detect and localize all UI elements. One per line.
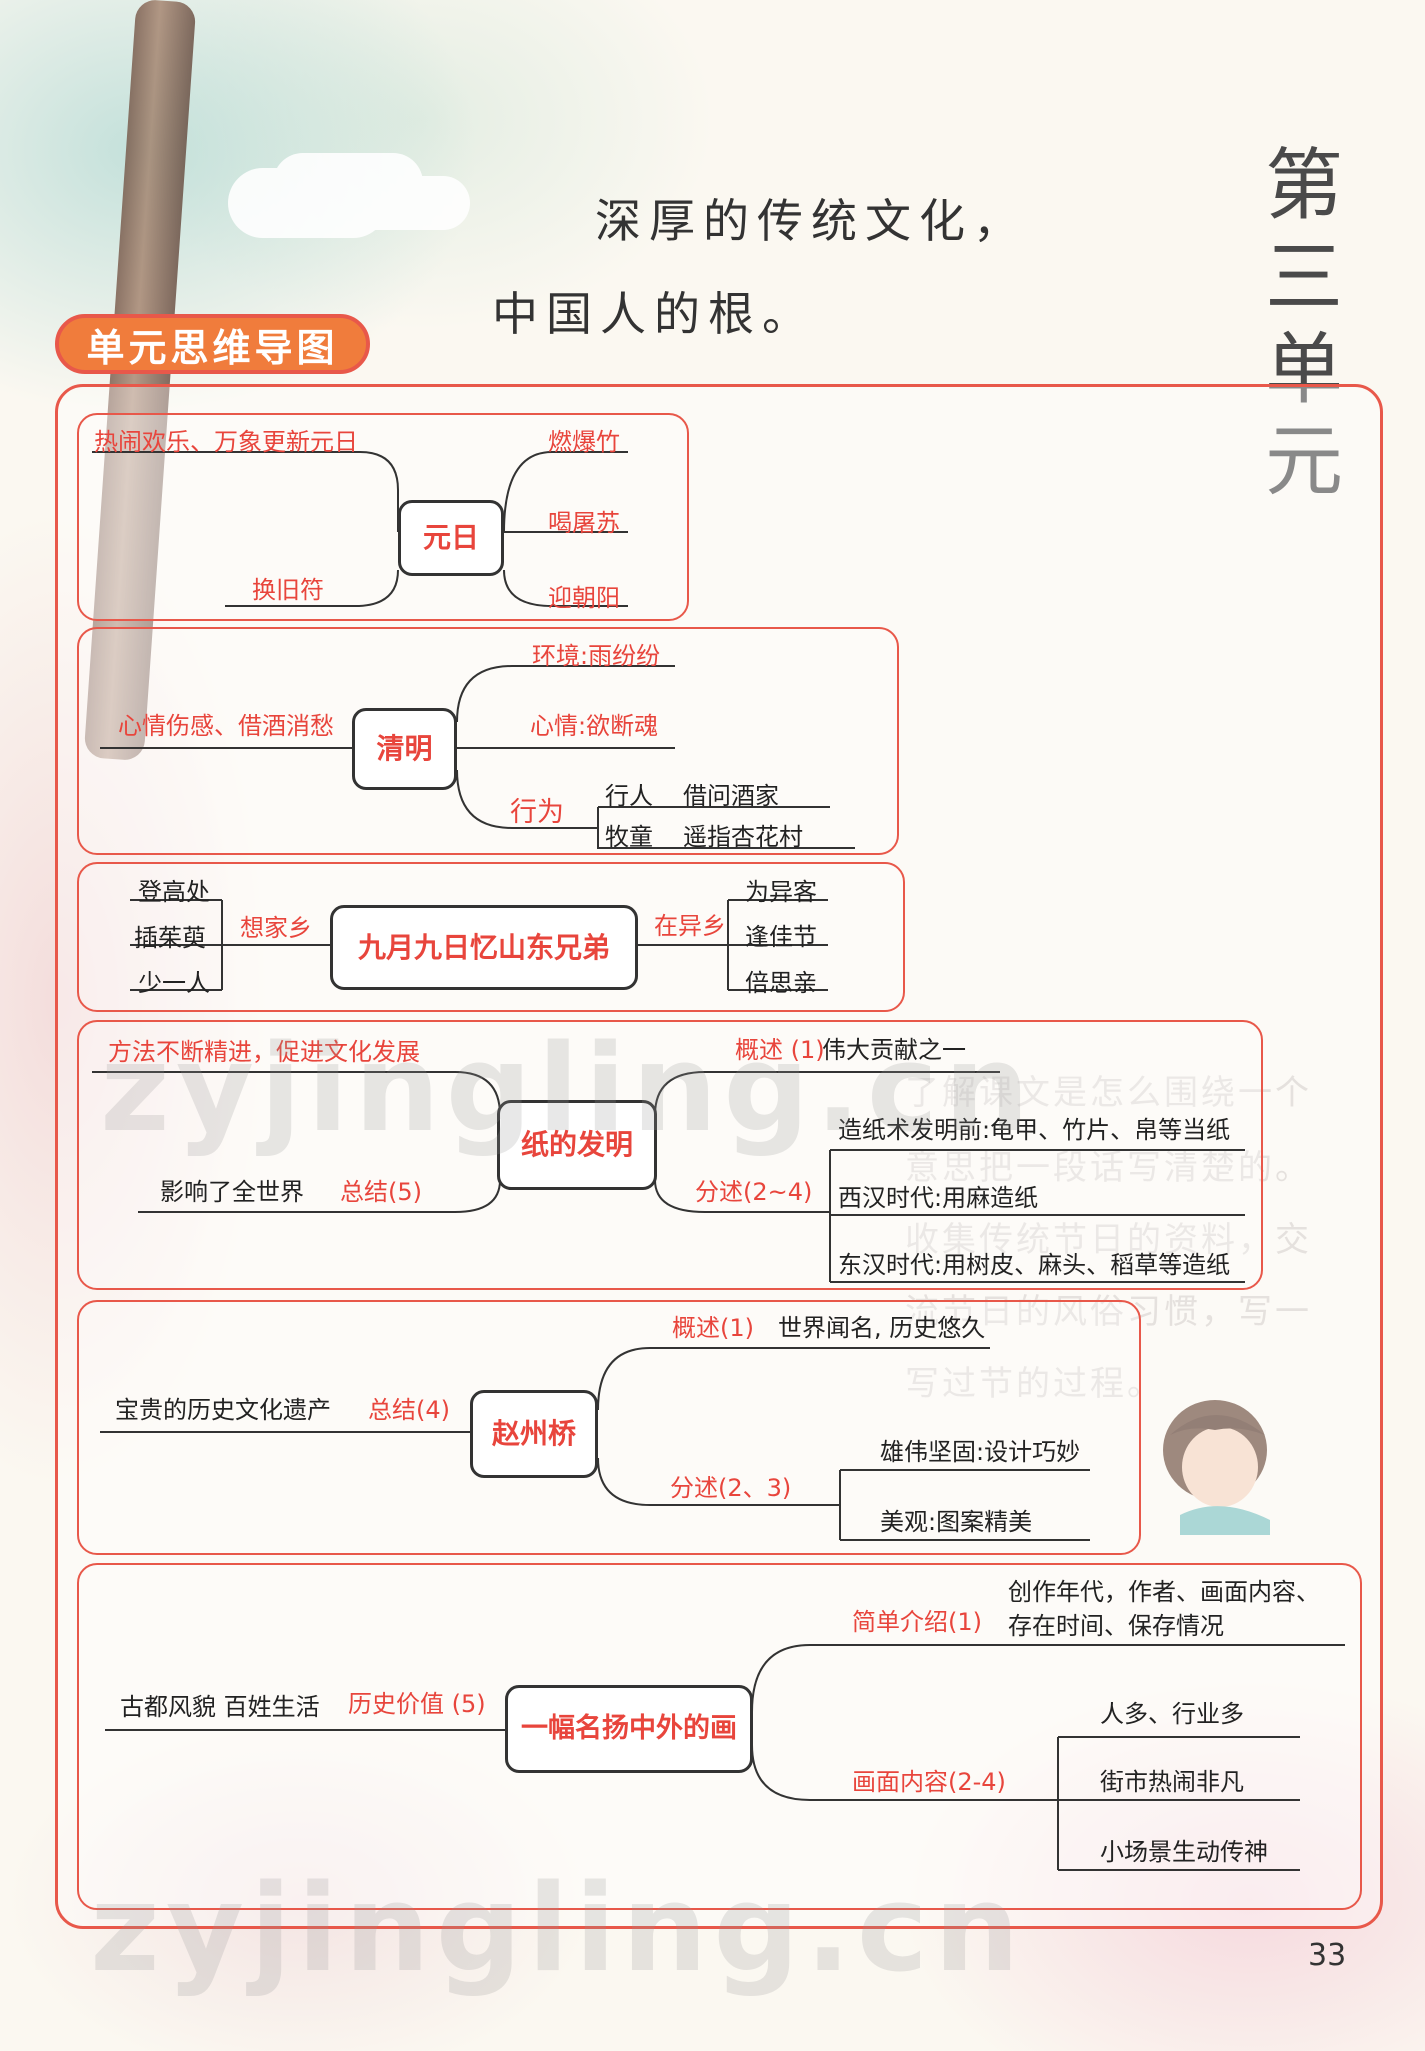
jiuyue-left-item: 插茱萸 [134,918,206,953]
hua-content-item: 人多、行业多 [1100,1694,1244,1729]
node-hua: 一幅名扬中外的画 [505,1685,753,1773]
yuanri-right-item: 迎朝阳 [548,578,620,613]
node-yuanri: 元日 [398,500,504,576]
qingming-mood-left: 心情伤感、借酒消愁 [118,706,334,741]
zhi-influence: 影响了全世界 [160,1172,304,1207]
zhaozhou-detail-item: 雄伟坚固:设计巧妙 [880,1432,1080,1467]
hua-intro-label: 简单介绍(1) [852,1602,982,1637]
zhaozhou-overview-label: 概述(1) [672,1308,754,1343]
qingming-action-label: 行为 [510,790,564,829]
watermark: zyjingling.cn [100,1020,1035,1159]
jiuyue-right-label: 在异乡 [654,906,726,941]
page-number: 33 [1308,1938,1346,1973]
hua-value-label: 历史价值 (5) [348,1684,486,1719]
qingming-environment: 环境:雨纷纷 [532,636,660,671]
yuanri-theme: 热闹欢乐、万象更新元日 [94,422,358,457]
zhi-detail-item: 西汉时代:用麻造纸 [838,1178,1038,1213]
zhaozhou-detail-item: 美观:图案精美 [880,1502,1032,1537]
node-zhaozhou: 赵州桥 [470,1390,598,1478]
jiuyue-right-item: 为异客 [745,872,817,907]
zhaozhou-detail-label: 分述(2、3) [670,1468,791,1503]
unit-title-char: 第 [1262,140,1346,232]
jiuyue-right-item: 逢佳节 [745,917,817,952]
hua-content-label: 画面内容(2-4) [852,1762,1006,1797]
hua-content-item: 小场景生动传神 [1100,1832,1268,1867]
node-jiuyue: 九月九日忆山东兄弟 [330,905,638,990]
watermark: zyjingling.cn [90,1860,1025,1999]
qingming-action-cell: 遥指杏花村 [683,817,803,852]
jiuyue-left-label: 想家乡 [240,908,312,943]
intro-line-1: 深厚的传统文化， [595,185,1027,251]
yuanri-right-item: 喝屠苏 [548,503,620,538]
jiuyue-right-item: 倍思亲 [745,963,817,998]
qingming-action-cell: 借问酒家 [683,776,779,811]
zhaozhou-overview: 世界闻名, 历史悠久 [778,1308,985,1343]
qingming-action-cell: 行人 [605,776,653,811]
qingming-mood: 心情:欲断魂 [530,706,658,741]
mind-map-badge: 单元思维导图 [55,314,370,374]
hua-intro-line: 存在时间、保存情况 [1008,1606,1224,1641]
cloud-illustration [228,168,388,238]
unit-title-char: 三 [1262,232,1346,324]
hua-intro-line: 创作年代，作者、画面内容、 [1008,1572,1320,1607]
zhaozhou-summary-label: 总结(4) [368,1390,450,1425]
jiuyue-left-item: 登高处 [138,872,210,907]
zhi-summary-label: 总结(5) [340,1172,422,1207]
yuanri-right-item: 燃爆竹 [548,422,620,457]
hua-theme: 古都风貌 百姓生活 [120,1687,320,1722]
zhi-detail-label: 分述(2~4) [695,1172,812,1207]
node-qingming: 清明 [352,708,457,790]
qingming-action-cell: 牧童 [605,817,653,852]
zhaozhou-heritage: 宝贵的历史文化遗产 [115,1390,331,1425]
zhi-detail-item: 东汉时代:用树皮、麻头、稻草等造纸 [838,1245,1230,1280]
yuanri-left-item: 换旧符 [252,570,324,605]
jiuyue-left-item: 少一人 [138,963,210,998]
intro-line-2: 中国人的根。 [492,278,816,344]
hua-content-item: 街市热闹非凡 [1100,1762,1244,1797]
